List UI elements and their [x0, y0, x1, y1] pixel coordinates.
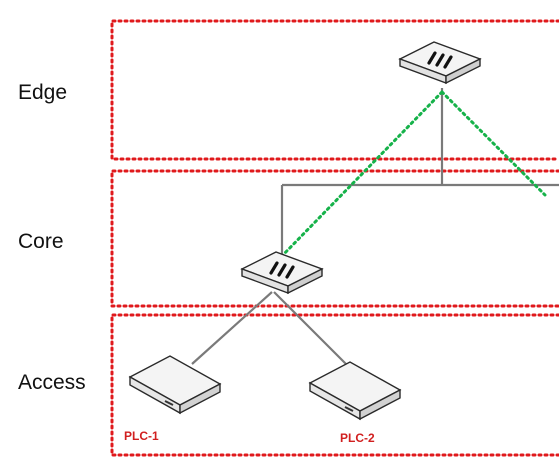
plc-port-icon — [164, 400, 174, 406]
access-zone-border — [110, 313, 559, 457]
edge-switch — [398, 41, 482, 85]
zone-label-access: Access — [18, 371, 86, 394]
dotted-links — [278, 90, 547, 260]
link-core-plc2 — [273, 291, 353, 371]
plc-1-device — [128, 355, 222, 415]
core-switch — [240, 251, 324, 295]
solid-links — [191, 88, 559, 371]
zone-label-edge: Edge — [18, 81, 68, 104]
green-link-edge-right — [440, 90, 547, 197]
plc-1-label: PLC-1 — [124, 429, 159, 443]
green-link-edge-core — [278, 90, 444, 260]
plc-2-label: PLC-2 — [340, 431, 375, 445]
plc-port-icon — [344, 406, 354, 412]
switch-logo-icon — [269, 261, 295, 279]
plc-2-device — [308, 361, 402, 421]
link-core-plc1 — [191, 291, 273, 365]
zone-label-core: Core — [18, 230, 64, 253]
zone-borders — [110, 19, 559, 457]
edge-zone-border — [110, 19, 559, 161]
switch-logo-icon — [427, 51, 453, 69]
core-zone-border — [110, 169, 559, 308]
